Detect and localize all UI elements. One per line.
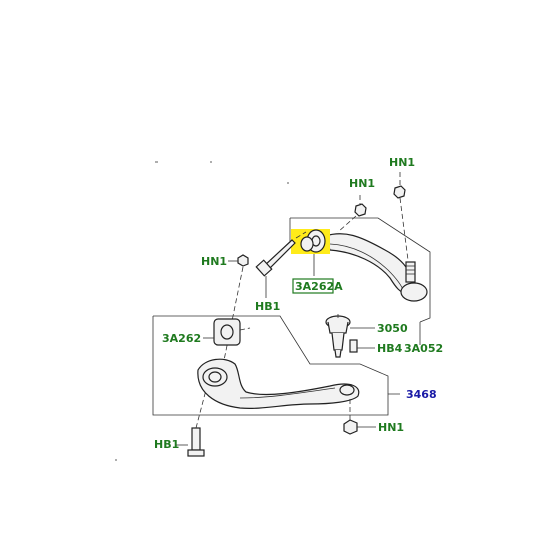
- nut-hn1-top-right: [393, 172, 409, 261]
- bushing-3a262a-group: [291, 229, 334, 294]
- lower-arm-callout-box: [152, 315, 400, 416]
- label-part-3a262-left: 3A262: [162, 332, 201, 345]
- part-3a262a-label-box: [292, 278, 334, 294]
- bolt-hb4: [349, 339, 375, 353]
- nut-hn1-bottom: [343, 396, 376, 435]
- label-part-3a262a: 3A262A: [295, 280, 343, 293]
- label-part-3468: 3468: [406, 388, 437, 401]
- lower-ball-joint-3050: [325, 314, 375, 358]
- label-hb4: HB4: [377, 342, 403, 355]
- nut-hn1-top-mid: [337, 195, 367, 233]
- label-hn1-top-right: HN1: [389, 156, 415, 169]
- upper-ball-joint: [400, 282, 428, 302]
- label-part-3a052: 3A052: [404, 342, 443, 355]
- label-hn1-top-mid: HN1: [349, 177, 375, 190]
- label-hb1-lower: HB1: [154, 438, 179, 451]
- label-hn1-bottom: HN1: [378, 421, 404, 434]
- lower-bolt-hb1: [175, 389, 207, 457]
- stray-marks: [155, 161, 289, 184]
- label-hb1-upper: HB1: [255, 300, 280, 313]
- lower-control-arm: [197, 358, 360, 409]
- upper-bolt-hb1: [255, 231, 307, 298]
- upper-ball-joint-stud: [405, 261, 416, 283]
- label-hn1-left: HN1: [201, 255, 227, 268]
- upper-control-arm: [324, 233, 428, 302]
- label-part-3050: 3050: [377, 322, 408, 335]
- bushing-3a262-left: [203, 318, 251, 346]
